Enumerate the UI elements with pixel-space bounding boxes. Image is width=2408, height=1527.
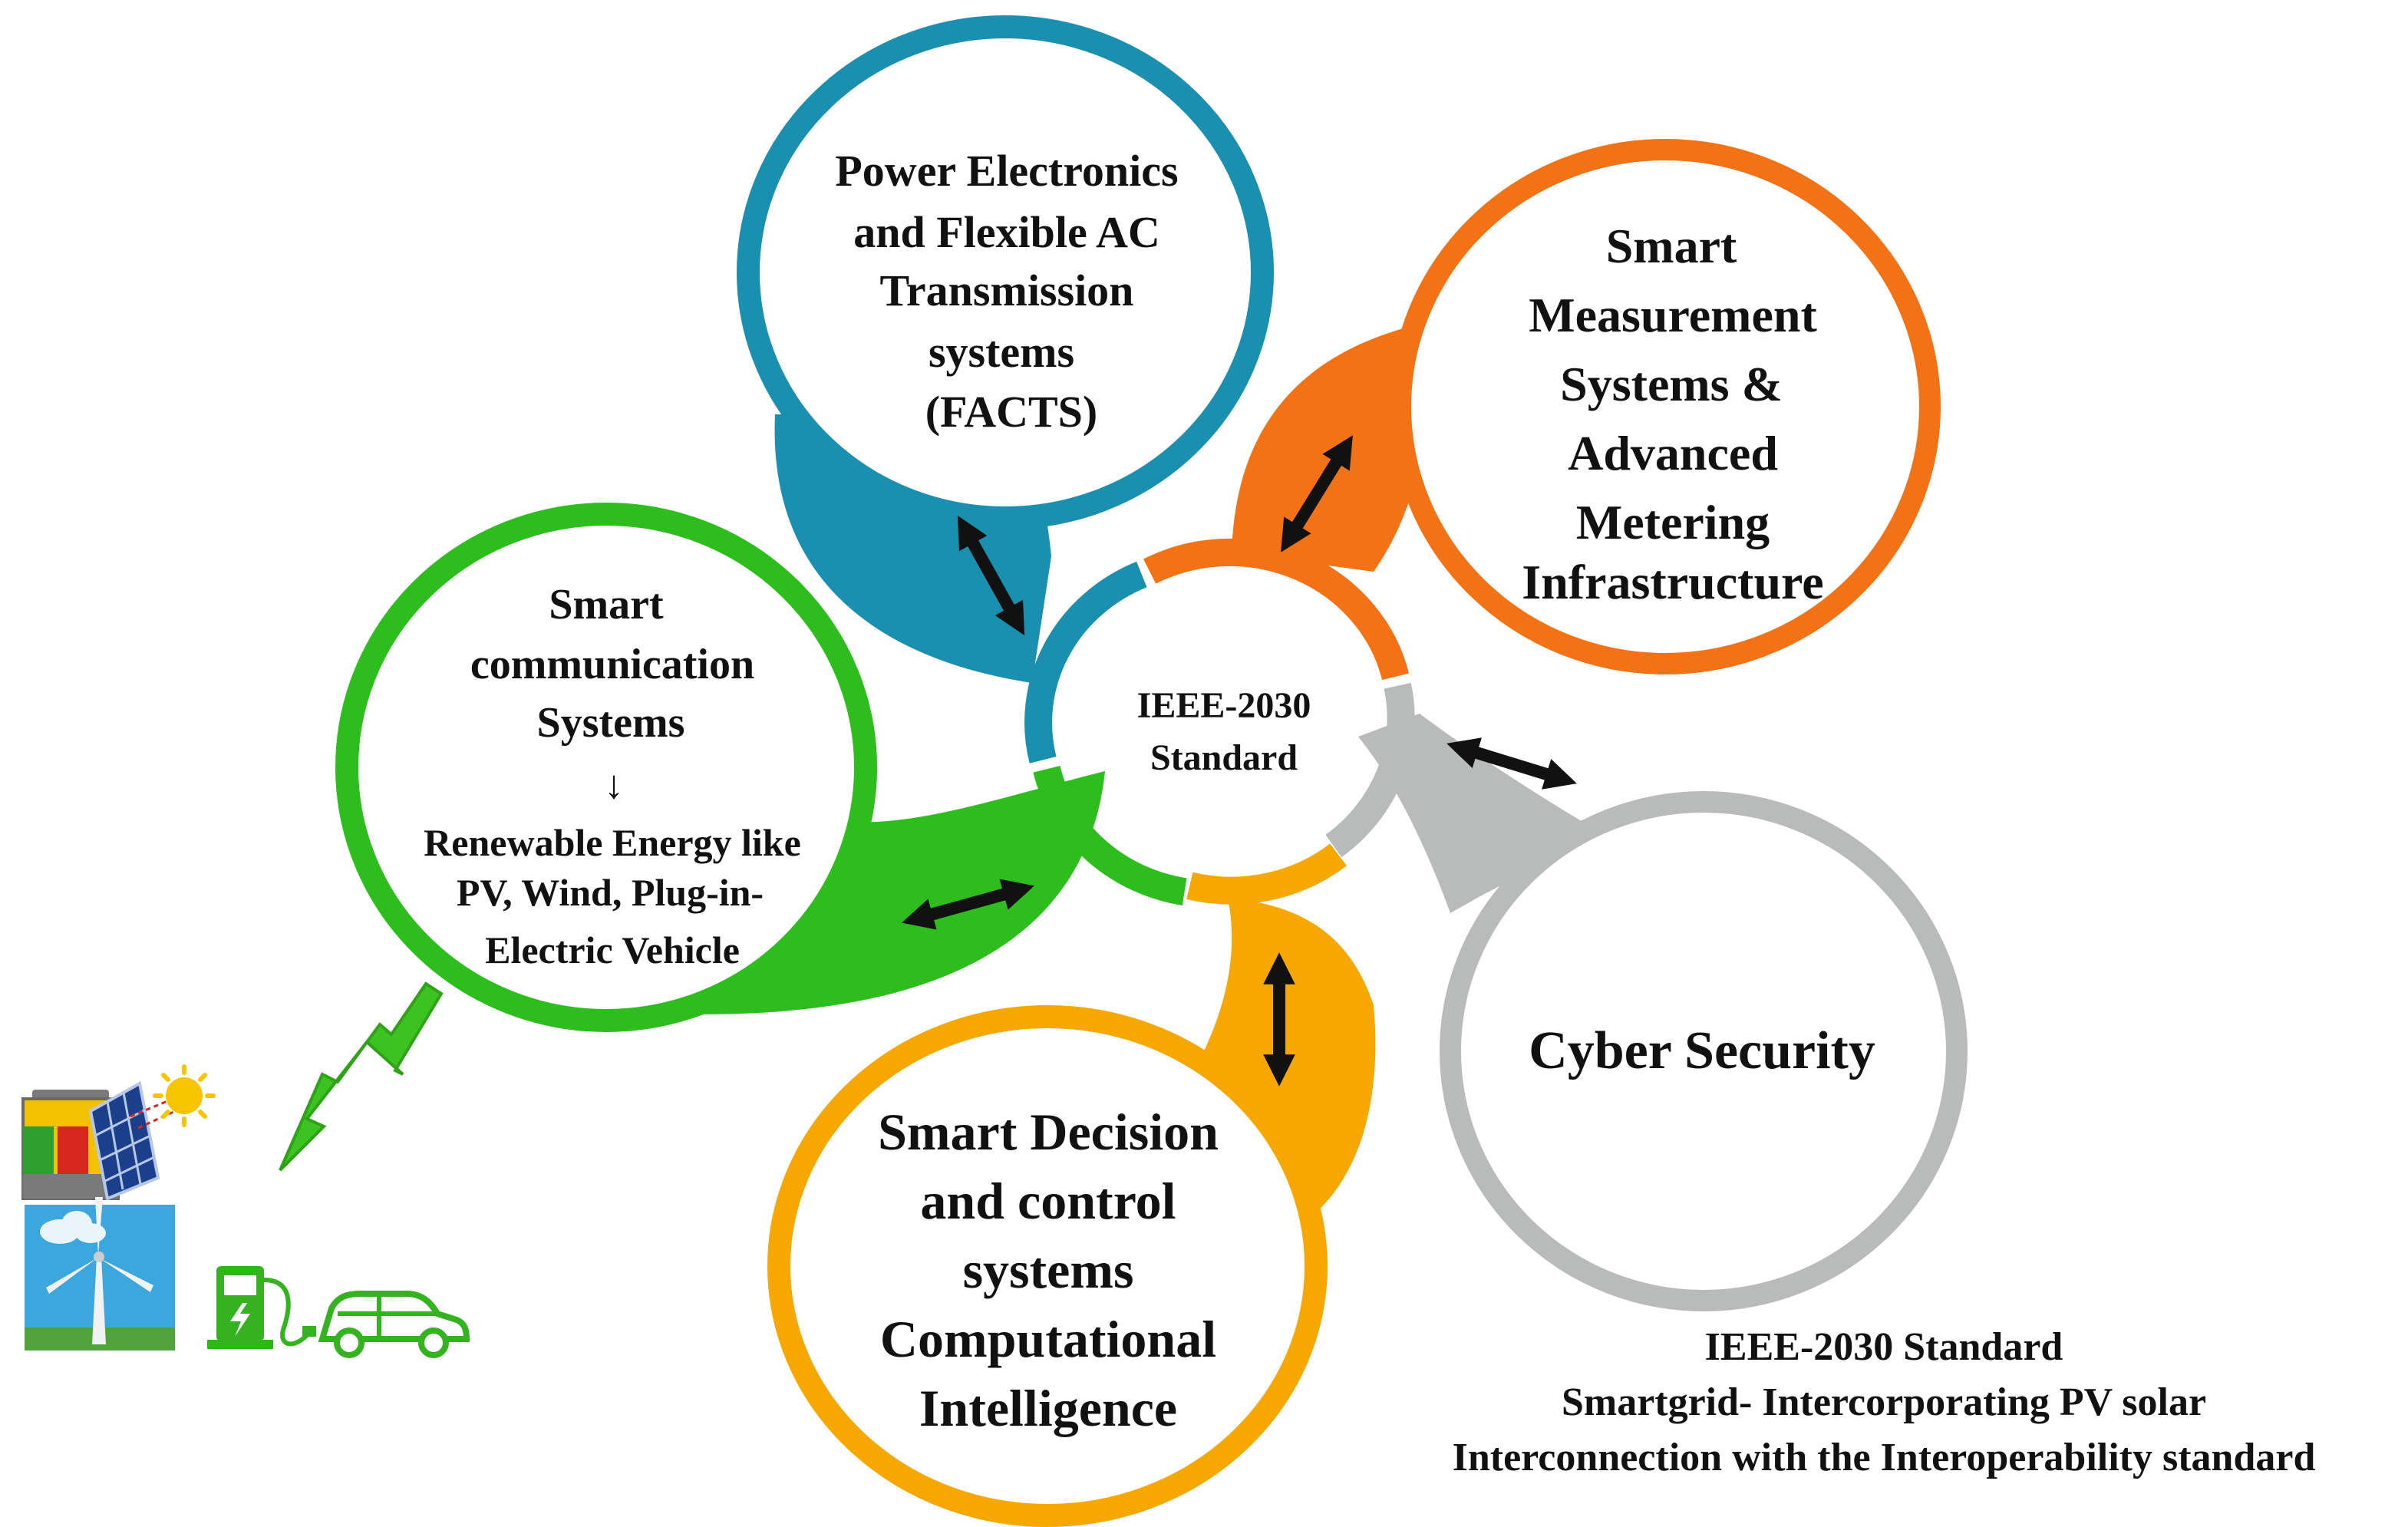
metering-label-line: Smart [1606,219,1737,273]
renewable-icons [21,1064,470,1358]
communication-label: Smart communication Systems ↓ Renewable … [424,581,801,971]
communication-sub-line: Electric Vehicle [485,928,740,971]
decision-label-line: Intelligence [919,1379,1177,1437]
metering-hub-arrow [1281,435,1353,552]
electric-car-icon [318,1291,470,1358]
solar-panel-icon [88,1080,181,1201]
hub-label-line: IEEE-2030 [1137,685,1311,726]
communication-label-line: Smart [549,581,664,628]
connector-arrows [901,435,1577,1087]
facts-label-line: Power Electronics [835,146,1178,196]
sun-icon [153,1064,216,1127]
lightning-bolt-icon [279,981,444,1172]
hub-label: IEEE-2030 Standard [1137,685,1311,778]
ev-charger-icon [207,1266,316,1349]
central-hub [1024,538,1415,905]
hub-label-line: Standard [1150,737,1298,778]
figure-caption: IEEE-2030 Standard Smartgrid- Intercorpo… [1366,1320,2402,1486]
communication-label-line: Systems [537,699,685,747]
decision-label-line: Computational [880,1310,1216,1368]
decision-label-line: Smart Decision [878,1103,1219,1161]
metering-label-line: Metering [1576,495,1770,549]
metering-label-line: Advanced [1568,426,1778,480]
facts-label-line: Transmission [880,265,1134,315]
hub-segment-facts [1024,561,1147,764]
metering-label: Smart Measurement Systems & Advanced Met… [1522,219,1823,609]
decision-label-line: and control [920,1172,1176,1230]
cyber-label: Cyber Security [1529,1021,1875,1080]
facts-label-line: and Flexible AC [853,207,1160,257]
metering-label-line: Systems & [1560,357,1783,411]
caption-line: IEEE-2030 Standard [1704,1325,2063,1369]
cyber-petal-circle [1440,791,1968,1311]
facts-label-line: (FACTS) [925,387,1097,437]
communication-hub-arrow [901,879,1035,930]
metering-label-line: Measurement [1529,288,1817,342]
hub-segment-decision [1186,843,1347,905]
decision-petal-circle [767,1005,1328,1527]
communication-arrow: ↓ [604,764,624,807]
hub-segment-cyber [1325,682,1415,858]
cloud-icon [40,1211,106,1244]
hub-segment-metering [1143,538,1410,681]
cyber-petal-tail [1358,714,1634,913]
communication-sub-line: PV, Wind, Plug-in- [457,871,764,914]
communication-sub-line: Renewable Energy like [424,821,801,864]
hub-segment-communication [1033,765,1187,905]
facts-hub-arrow [957,515,1025,636]
facts-label-line: systems [929,327,1074,377]
caption-line: Smartgrid- Intercorporating PV solar [1561,1380,2207,1424]
wind-turbine-icon [25,1197,175,1351]
caption-line: Interconnection with the Interoperabilit… [1452,1436,2316,1479]
metering-petal-circle [1390,139,1941,674]
cyber-hub-arrow [1446,737,1577,790]
cyber-label-line: Cyber Security [1529,1021,1875,1080]
communication-label-line: communication [470,641,754,688]
decision-label-line: systems [963,1241,1134,1299]
decision-label: Smart Decision and control systems Compu… [878,1103,1219,1437]
metering-label-line: Infrastructure [1522,555,1823,609]
facts-label: Power Electronics and Flexible AC Transm… [835,146,1178,437]
communication-petal-circle [335,503,877,1032]
